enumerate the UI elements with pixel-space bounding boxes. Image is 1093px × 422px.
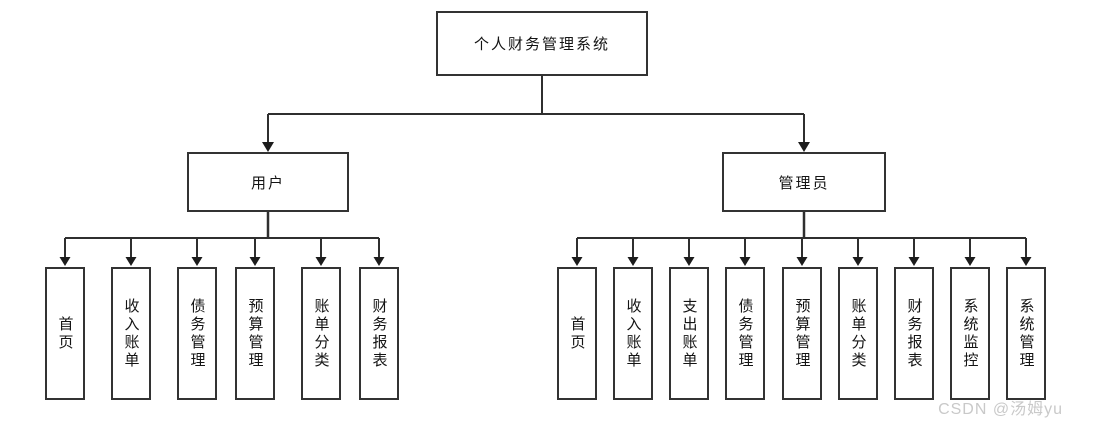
arrowhead (191, 257, 203, 266)
leaf-admin-income-bill: 收入账单 (613, 267, 653, 400)
leaf-label: 收入账单 (624, 297, 642, 370)
leaf-admin-bill-category: 账单分类 (838, 267, 878, 400)
leaf-user-financial-report: 财务报表 (359, 267, 399, 400)
arrowhead (852, 257, 864, 266)
leaf-label: 财务报表 (905, 297, 923, 370)
leaf-label: 财务报表 (370, 297, 388, 370)
arrowhead (373, 257, 385, 266)
leaf-label: 首页 (56, 315, 74, 352)
leaf-label: 预算管理 (246, 297, 264, 370)
leaf-admin-system-monitor: 系统监控 (950, 267, 990, 400)
node-root: 个人财务管理系统 (436, 11, 648, 76)
arrowhead (964, 257, 976, 266)
arrowhead (125, 257, 137, 266)
arrowhead (798, 142, 810, 152)
leaf-admin-expense-bill: 支出账单 (669, 267, 709, 400)
leaf-admin-financial-report: 财务报表 (894, 267, 934, 400)
leaf-label: 首页 (568, 315, 586, 352)
node-user-label: 用户 (250, 174, 285, 192)
arrowhead (796, 257, 808, 266)
node-admin-label: 管理员 (778, 174, 830, 192)
arrowhead (908, 257, 920, 266)
arrowhead (315, 257, 327, 266)
arrowhead (262, 142, 274, 152)
leaf-label: 预算管理 (793, 297, 811, 370)
arrowhead (249, 257, 261, 266)
watermark: CSDN @汤姆yu (938, 401, 1063, 418)
leaf-admin-system-mgmt: 系统管理 (1006, 267, 1046, 400)
leaf-user-budget-mgmt: 预算管理 (235, 267, 275, 400)
leaf-label: 支出账单 (680, 297, 698, 370)
leaf-label: 系统监控 (961, 297, 979, 370)
arrowhead (683, 257, 695, 266)
leaf-user-bill-category: 账单分类 (301, 267, 341, 400)
leaf-admin-budget-mgmt: 预算管理 (782, 267, 822, 400)
leaf-label: 债务管理 (736, 297, 754, 370)
leaf-label: 账单分类 (849, 297, 867, 370)
arrowhead (1020, 257, 1032, 266)
leaf-user-debt-mgmt: 债务管理 (177, 267, 217, 400)
arrowhead (739, 257, 751, 266)
leaf-label: 收入账单 (122, 297, 140, 370)
arrowhead (627, 257, 639, 266)
node-root-label: 个人财务管理系统 (473, 36, 610, 53)
arrowhead (571, 257, 583, 266)
leaf-label: 债务管理 (188, 297, 206, 370)
leaf-admin-home: 首页 (557, 267, 597, 400)
arrowhead (59, 257, 71, 266)
node-user: 用户 (187, 152, 349, 212)
node-admin: 管理员 (722, 152, 886, 212)
leaf-user-income-bill: 收入账单 (111, 267, 151, 400)
leaf-label: 系统管理 (1017, 297, 1035, 370)
leaf-label: 账单分类 (312, 297, 330, 370)
leaf-user-home: 首页 (45, 267, 85, 400)
leaf-admin-debt-mgmt: 债务管理 (725, 267, 765, 400)
